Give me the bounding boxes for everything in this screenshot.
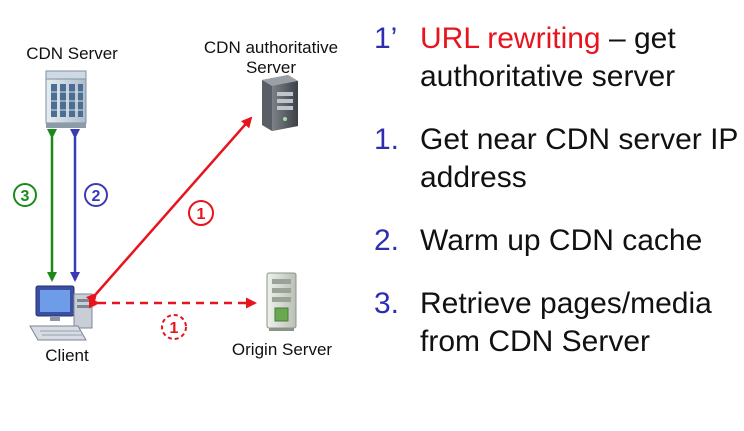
step-text: Retrieve pages/media from CDN Server — [420, 287, 712, 358]
server-rack-icon — [45, 70, 87, 128]
svg-text:1: 1 — [197, 206, 206, 223]
badge-step3: 3 — [13, 183, 37, 207]
step-item: 2. Warm up CDN cache — [374, 222, 740, 260]
step-text: Warm up CDN cache — [420, 224, 703, 257]
label-origin-server: Origin Server — [231, 340, 333, 359]
step-number: 1’ — [374, 22, 398, 55]
desktop-computer-icon — [29, 285, 93, 341]
svg-text:1: 1 — [170, 320, 179, 337]
step-item: 1. Get near CDN server IP address — [374, 121, 740, 197]
arrow-step1 — [85, 116, 253, 305]
step-text: Get near CDN server IP address — [420, 123, 738, 194]
label-cdn-authoritative: CDN authoritative Server — [186, 38, 356, 78]
step-highlight: URL rewriting — [420, 22, 601, 55]
diagram-canvas: 3 2 1 1 — [13, 70, 298, 341]
steps-list: 1’ URL rewriting – get authoritative ser… — [374, 20, 740, 386]
origin-server-icon — [266, 272, 297, 331]
step-number: 3. — [374, 287, 400, 320]
badge-step1-dashed: 1 — [161, 314, 187, 340]
badge-step1: 1 — [188, 200, 214, 226]
svg-text:3: 3 — [21, 188, 30, 205]
step-text: – get authoritative server — [420, 22, 676, 93]
step-item: 3. Retrieve pages/media from CDN Server — [374, 285, 740, 361]
svg-text:2: 2 — [92, 188, 101, 205]
tower-server-icon — [262, 75, 298, 131]
label-client: Client — [45, 346, 89, 365]
label-cdn-authoritative-line1: CDN authoritative — [203, 38, 339, 57]
cdn-diagram: 3 2 1 1 CDN Server CDN authoritative Ser… — [0, 0, 360, 426]
step-item: 1’ URL rewriting – get authoritative ser… — [374, 20, 740, 96]
label-cdn-authoritative-line2: Server — [245, 58, 297, 77]
step-number: 2. — [374, 224, 400, 257]
badge-step2: 2 — [84, 183, 108, 207]
step-number: 1. — [374, 123, 400, 156]
label-cdn-server: CDN Server — [26, 44, 118, 63]
